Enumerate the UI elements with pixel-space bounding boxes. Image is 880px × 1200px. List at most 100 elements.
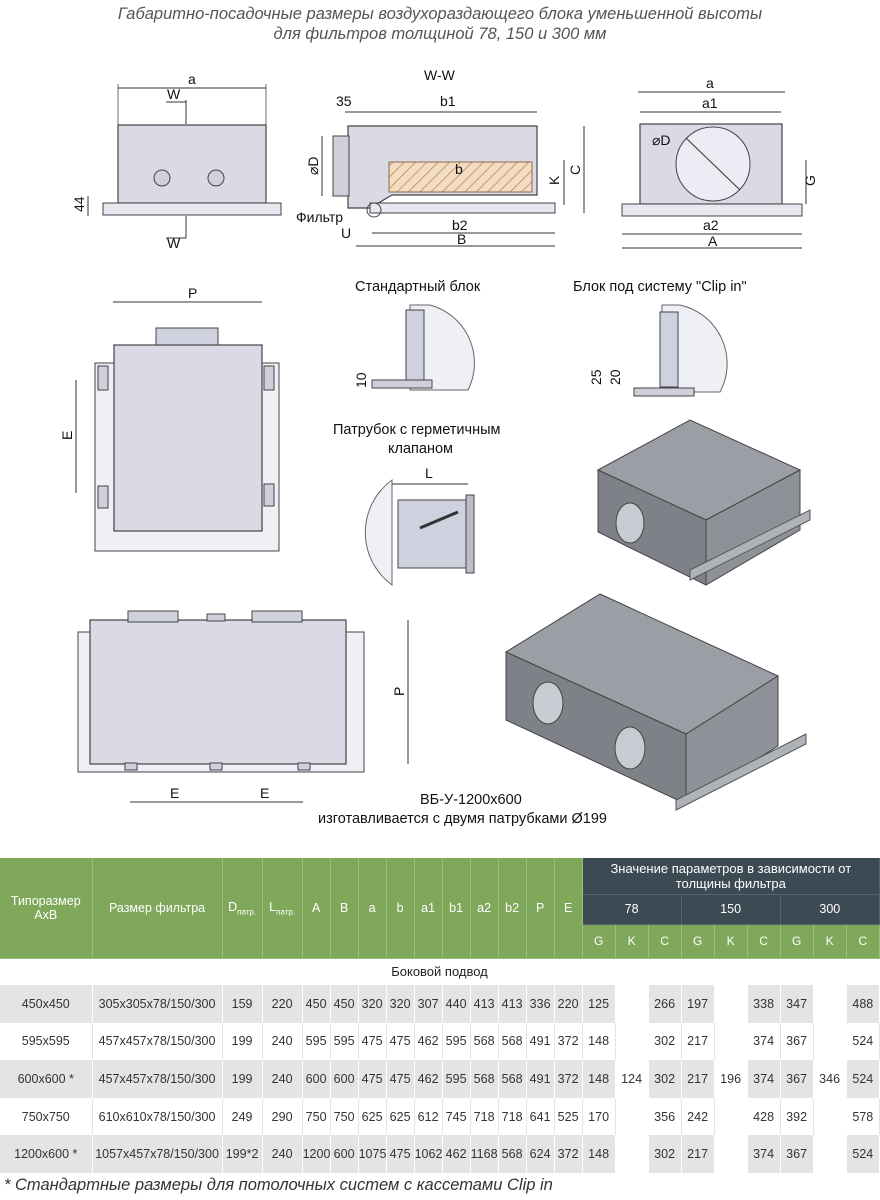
dim-w-top: W <box>167 86 181 102</box>
table-cell: 266 <box>648 985 682 1023</box>
table-cell: 595x595 <box>0 1022 93 1061</box>
header-c-78: C <box>648 924 682 959</box>
table-cell: 462 <box>414 1060 443 1098</box>
table-cell: 220 <box>262 985 303 1023</box>
title-line-1: Габаритно-посадочные размеры воздухоразд… <box>117 5 763 23</box>
header-a2: a2 <box>470 858 499 959</box>
table-cell: 372 <box>554 1060 583 1098</box>
table-cell: 595 <box>442 1022 471 1061</box>
table-cell: 1200x600 * <box>0 1135 93 1173</box>
table-cell: 199 <box>222 1060 263 1098</box>
header-E: E <box>554 858 583 959</box>
table-cell: 750 <box>330 1097 359 1136</box>
header-c-150: C <box>747 924 781 959</box>
header-g-150: G <box>681 924 715 959</box>
header-a1: a1 <box>414 858 443 959</box>
dim-A: A <box>708 233 718 249</box>
table-cell: 612 <box>414 1097 443 1136</box>
header-thick-150: 150 <box>681 894 781 925</box>
table-cell: 718 <box>470 1097 499 1136</box>
table-cell: 197 <box>681 985 715 1023</box>
header-B: B <box>330 858 359 959</box>
table-cell: 610x610x78/150/300 <box>92 1097 223 1136</box>
table-cell: 488 <box>846 985 880 1023</box>
table-cell: 600 <box>330 1135 359 1173</box>
table-cell: 1168 <box>470 1135 499 1173</box>
table-cell: 641 <box>526 1097 555 1136</box>
caption-standard-block: Стандартный блок <box>355 279 481 295</box>
table-cell: 475 <box>358 1022 387 1061</box>
table-cell: 457x457x78/150/300 <box>92 1060 223 1098</box>
dim-e1-top2: E <box>170 785 179 801</box>
table-cell: 392 <box>780 1097 814 1136</box>
dim-e-top: E <box>59 431 75 440</box>
table-cell: 1200 <box>302 1135 331 1173</box>
technical-drawings: a W W 44 W-W 35 b1 b ⌀D K C Фильтр U b2 … <box>59 67 818 827</box>
table-cell: 595 <box>302 1022 331 1061</box>
table-cell: 595 <box>442 1060 471 1098</box>
table-cell: 625 <box>386 1097 415 1136</box>
table-cell: 428 <box>747 1097 781 1136</box>
header-c-300: C <box>846 924 880 959</box>
header-filter: Размер фильтра <box>92 858 223 959</box>
caption-nozzle-2: клапаном <box>388 441 453 457</box>
table-cell: 290 <box>262 1097 303 1136</box>
header-b: b <box>386 858 415 959</box>
table-cell: 457x457x78/150/300 <box>92 1022 223 1061</box>
header-k-150: K <box>714 924 748 959</box>
table-cell: 450 <box>302 985 331 1023</box>
table-cell: 356 <box>648 1097 682 1136</box>
header-thick-300: 300 <box>780 894 880 925</box>
note-line-2: изготавливается с двумя патрубками Ø199 <box>318 811 607 827</box>
table-cell: 240 <box>262 1022 303 1061</box>
section-label: Боковой подвод <box>0 958 880 985</box>
table-cell: 170 <box>582 1097 616 1136</box>
table-cell: 372 <box>554 1135 583 1173</box>
dim-20: 20 <box>607 369 623 385</box>
table-cell: 367 <box>780 1022 814 1061</box>
table-cell: 413 <box>498 985 527 1023</box>
table-cell: 525 <box>554 1097 583 1136</box>
table-cell: 578 <box>846 1097 880 1136</box>
dim-b1: b1 <box>440 93 456 109</box>
header-thick-78: 78 <box>582 894 682 925</box>
table-cell: 217 <box>681 1060 715 1098</box>
caption-nozzle-1: Патрубок с герметичным <box>333 422 501 438</box>
table-cell: 249 <box>222 1097 263 1136</box>
table-cell: 240 <box>262 1060 303 1098</box>
table-cell: 568 <box>498 1135 527 1173</box>
top-view-2: P E E <box>77 610 409 803</box>
detail-nozzle: Патрубок с герметичным клапаном L <box>333 422 501 586</box>
table-cell: 600 <box>302 1060 331 1098</box>
section-title: W-W <box>424 67 456 83</box>
table-cell: 568 <box>470 1060 499 1098</box>
table-cell: 302 <box>648 1060 682 1098</box>
table-cell: 413 <box>470 985 499 1023</box>
table-cell: 336 <box>526 985 555 1023</box>
table-cell: 750x750 <box>0 1097 93 1136</box>
table-cell: 475 <box>386 1060 415 1098</box>
isometric-view-2 <box>504 593 807 811</box>
dim-g: G <box>802 175 818 186</box>
header-k-78: K <box>615 924 649 959</box>
table-cell: 338 <box>747 985 781 1023</box>
front-view: a W W 44 <box>71 71 282 251</box>
table-cell: 1057x457x78/150/300 <box>92 1135 223 1173</box>
table-cell: 347 <box>780 985 814 1023</box>
header-a: a <box>358 858 387 959</box>
table-cell-k-merged: 346 <box>813 985 847 1173</box>
table-cell: 595 <box>330 1022 359 1061</box>
dim-10: 10 <box>353 372 369 388</box>
dim-44: 44 <box>71 196 87 212</box>
dim-w-bottom: W <box>167 235 181 251</box>
table-cell: 718 <box>498 1097 527 1136</box>
table-cell: 242 <box>681 1097 715 1136</box>
table-cell: 374 <box>747 1060 781 1098</box>
detail-standard-block: Стандартный блок 10 <box>353 279 481 391</box>
dim-a-front: a <box>188 71 196 87</box>
section-view: W-W 35 b1 b ⌀D K C Фильтр U b2 B <box>296 67 585 247</box>
